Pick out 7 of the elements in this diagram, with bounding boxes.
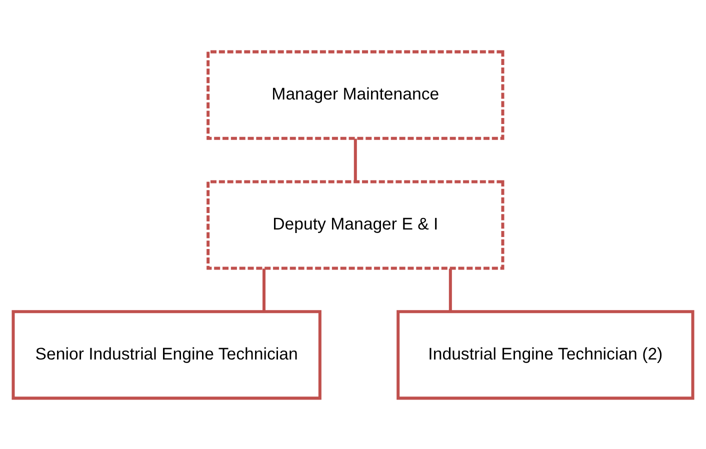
connector	[448, 268, 452, 311]
node-box: Deputy Manager E & I	[206, 180, 504, 270]
connector	[354, 138, 357, 181]
node-box: Manager Maintenance	[206, 50, 504, 140]
node-box: Senior Industrial Engine Technician	[12, 310, 322, 400]
connector	[262, 268, 266, 311]
node-box: Industrial Engine Technician (2)	[396, 310, 694, 400]
